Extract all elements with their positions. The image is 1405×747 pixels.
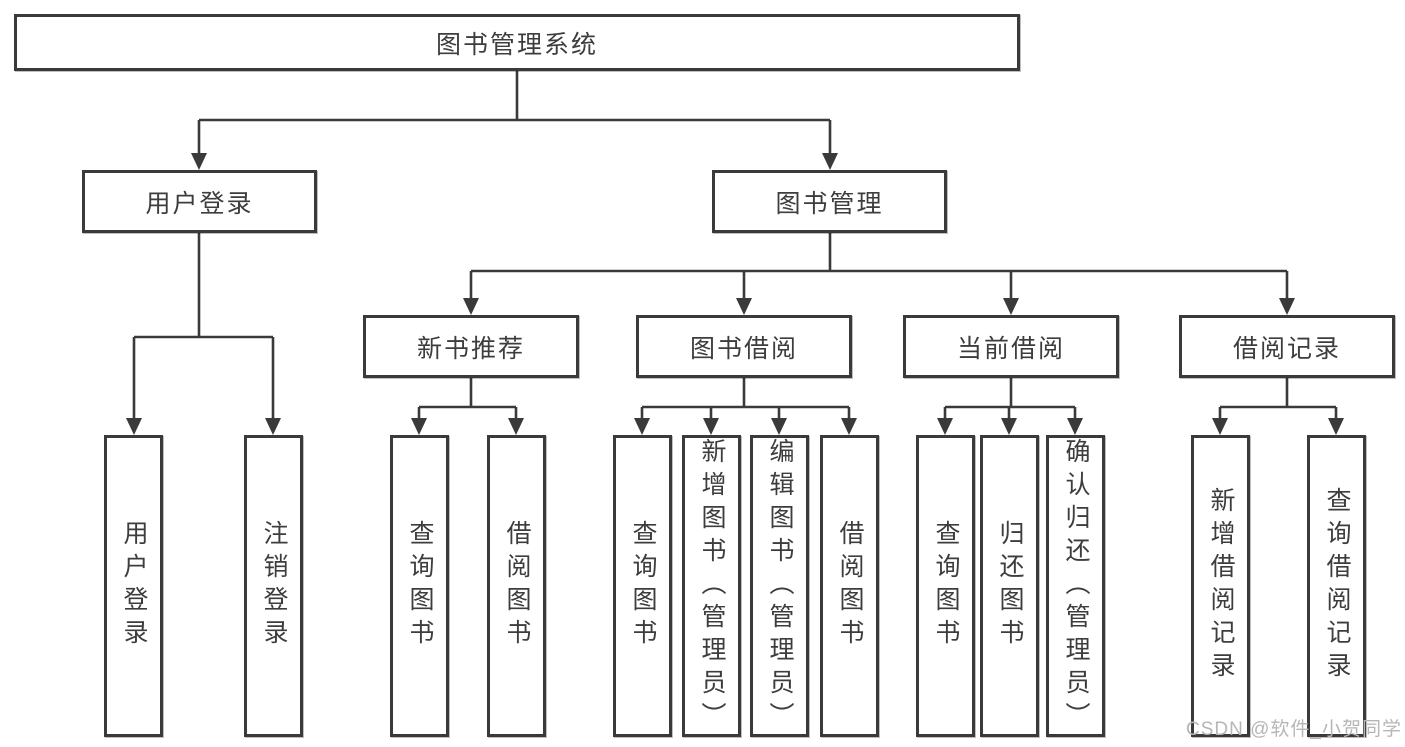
node-current-borrowing-label: 当前借阅 <box>956 334 1065 363</box>
leaf-query-books-3-label: 查询图书 <box>932 520 960 652</box>
leaf-query-books-1-label: 查询图书 <box>406 520 434 652</box>
node-new-book-recommend-label: 新书推荐 <box>416 334 525 363</box>
leaf-confirm-return-admin: 确认归还（管理员） <box>1046 435 1105 737</box>
node-book-management: 图书管理 <box>712 170 947 233</box>
node-user-login: 用户登录 <box>82 170 317 233</box>
leaf-borrow-books-1-label: 借阅图书 <box>503 520 531 652</box>
leaf-query-books-3: 查询图书 <box>916 435 975 737</box>
leaf-query-books-1: 查询图书 <box>390 435 449 737</box>
leaf-confirm-return-admin-label: 确认归还（管理员） <box>1062 437 1090 735</box>
node-new-book-recommend: 新书推荐 <box>363 315 579 378</box>
leaf-edit-books-admin: 编辑图书（管理员） <box>750 435 809 737</box>
node-current-borrowing: 当前借阅 <box>903 315 1119 378</box>
leaf-add-books-admin: 新增图书（管理员） <box>682 435 741 737</box>
leaf-borrow-books-2: 借阅图书 <box>820 435 879 737</box>
node-root-label: 图书管理系统 <box>435 30 598 59</box>
leaf-logout: 注销登录 <box>244 435 303 737</box>
leaf-logout-label: 注销登录 <box>260 520 288 652</box>
leaf-borrow-books-1: 借阅图书 <box>487 435 546 737</box>
leaf-user-login-label: 用户登录 <box>120 520 148 652</box>
node-borrowing-records: 借阅记录 <box>1179 315 1395 378</box>
leaf-query-borrow-record-label: 查询借阅记录 <box>1323 487 1351 685</box>
leaf-borrow-books-2-label: 借阅图书 <box>836 520 864 652</box>
leaf-return-books: 归还图书 <box>980 435 1039 737</box>
leaf-edit-books-admin-label: 编辑图书（管理员） <box>766 437 794 735</box>
leaf-add-books-admin-label: 新增图书（管理员） <box>698 437 726 735</box>
node-book-borrowing: 图书借阅 <box>636 315 852 378</box>
leaf-add-borrow-record: 新增借阅记录 <box>1191 435 1250 737</box>
node-book-borrowing-label: 图书借阅 <box>689 334 798 363</box>
node-borrowing-records-label: 借阅记录 <box>1232 334 1341 363</box>
node-book-management-label: 图书管理 <box>775 189 884 218</box>
node-user-login-label: 用户登录 <box>145 189 254 218</box>
leaf-user-login: 用户登录 <box>104 435 163 737</box>
leaf-add-borrow-record-label: 新增借阅记录 <box>1207 487 1235 685</box>
leaf-query-borrow-record: 查询借阅记录 <box>1307 435 1366 737</box>
leaf-return-books-label: 归还图书 <box>996 520 1024 652</box>
leaf-query-books-2-label: 查询图书 <box>629 520 657 652</box>
node-root: 图书管理系统 <box>14 14 1020 71</box>
csdn-watermark: CSDN @软件_小贺同学 <box>1186 719 1402 740</box>
leaf-query-books-2: 查询图书 <box>613 435 672 737</box>
